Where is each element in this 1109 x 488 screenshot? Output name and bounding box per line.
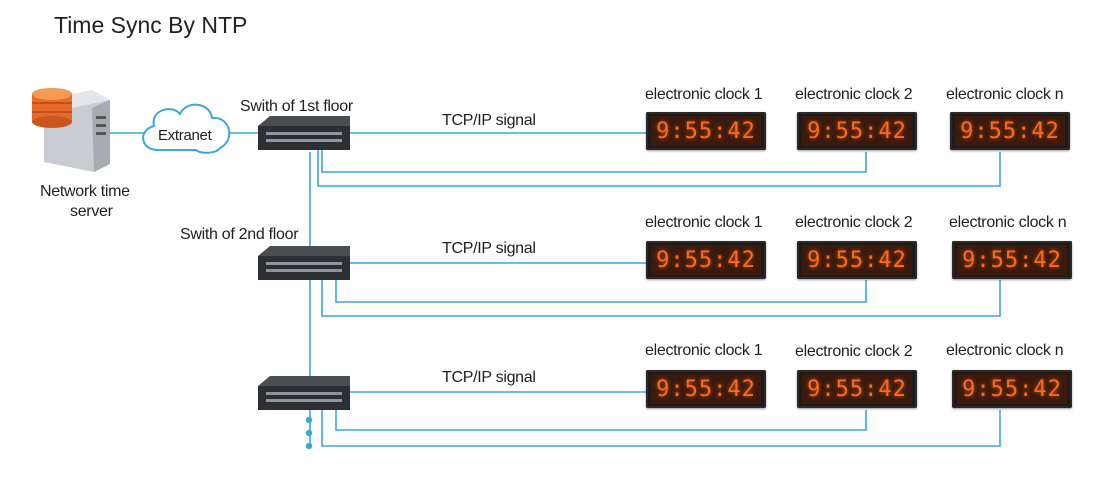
server-label: server — [70, 203, 113, 220]
clock-label: electronic clock n — [946, 342, 1064, 359]
page-title: Time Sync By NTP — [54, 12, 248, 38]
electronic-clock: 9:55:42 — [646, 112, 766, 150]
clock-time: 9:55:42 — [656, 248, 756, 273]
clock-label: electronic clock 2 — [795, 86, 913, 103]
signal-label: TCP/IP signal — [442, 369, 536, 386]
clock-label: electronic clock n — [949, 214, 1067, 231]
cloud-icon — [142, 103, 231, 154]
clock-time: 9:55:42 — [656, 377, 756, 402]
switch-icon — [258, 116, 350, 150]
electronic-clock: 9:55:42 — [646, 370, 766, 408]
server-icon — [32, 88, 110, 172]
electronic-clock: 9:55:42 — [646, 241, 766, 279]
signal-label: TCP/IP signal — [442, 240, 536, 257]
f1-clock2-link — [321, 148, 867, 173]
continuation-dot — [305, 429, 313, 437]
clock-time: 9:55:42 — [960, 119, 1060, 144]
switch-1-label: Swith of 1st floor — [240, 98, 353, 115]
continuation-dot — [305, 416, 313, 424]
switch-2-label: Swith of 2nd floor — [180, 226, 299, 243]
signal-label: TCP/IP signal — [442, 112, 536, 129]
electronic-clock: 9:55:42 — [952, 370, 1072, 408]
cloud-label: Extranet — [158, 127, 212, 144]
electronic-clock: 9:55:42 — [797, 370, 917, 408]
f3-clock2-link — [335, 406, 867, 431]
clock-label: electronic clock 2 — [795, 343, 913, 360]
server-label: Network time — [40, 183, 130, 200]
electronic-clock: 9:55:42 — [952, 241, 1072, 279]
clock-label: electronic clock 1 — [645, 214, 763, 231]
f2-clockn-link — [321, 278, 1001, 317]
switch-icon — [258, 376, 350, 410]
clock-label: electronic clock 1 — [645, 342, 763, 359]
clock-time: 9:55:42 — [656, 119, 756, 144]
electronic-clock: 9:55:42 — [950, 112, 1070, 150]
continuation-dot — [305, 442, 313, 450]
clock-time: 9:55:42 — [807, 119, 907, 144]
clock-time: 9:55:42 — [962, 248, 1062, 273]
f2-clock2-link — [335, 278, 867, 303]
electronic-clock: 9:55:42 — [797, 241, 917, 279]
clock-label: electronic clock n — [946, 86, 1064, 103]
electronic-clock: 9:55:42 — [797, 112, 917, 150]
clock-time: 9:55:42 — [962, 377, 1062, 402]
f1-clockn-link — [317, 148, 1001, 187]
clock-label: electronic clock 1 — [645, 86, 763, 103]
clock-time: 9:55:42 — [807, 377, 907, 402]
clock-time: 9:55:42 — [807, 248, 907, 273]
f3-clockn-link — [321, 406, 1001, 447]
switch-icon — [258, 246, 350, 280]
clock-label: electronic clock 2 — [795, 214, 913, 231]
